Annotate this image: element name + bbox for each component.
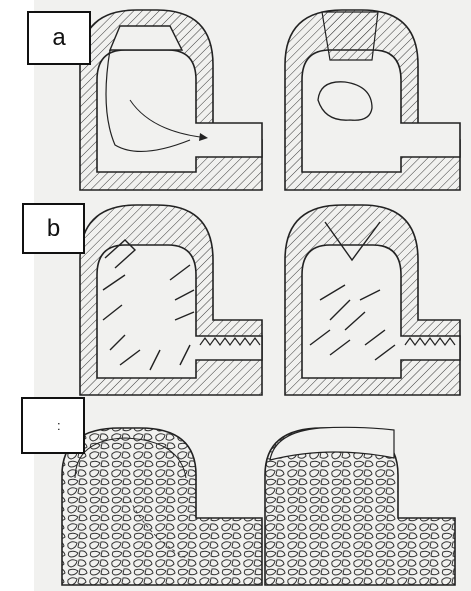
panel-label-b: b bbox=[22, 203, 85, 254]
mould-a-left bbox=[80, 10, 262, 190]
mould-c-left bbox=[62, 428, 262, 585]
mould-b-left bbox=[80, 205, 262, 395]
panel-label-a: a bbox=[27, 11, 91, 65]
mould-c-right bbox=[265, 427, 455, 585]
mould-b-right bbox=[285, 205, 460, 395]
mould-a-right bbox=[285, 10, 460, 190]
panel-label-c: : bbox=[21, 397, 85, 454]
